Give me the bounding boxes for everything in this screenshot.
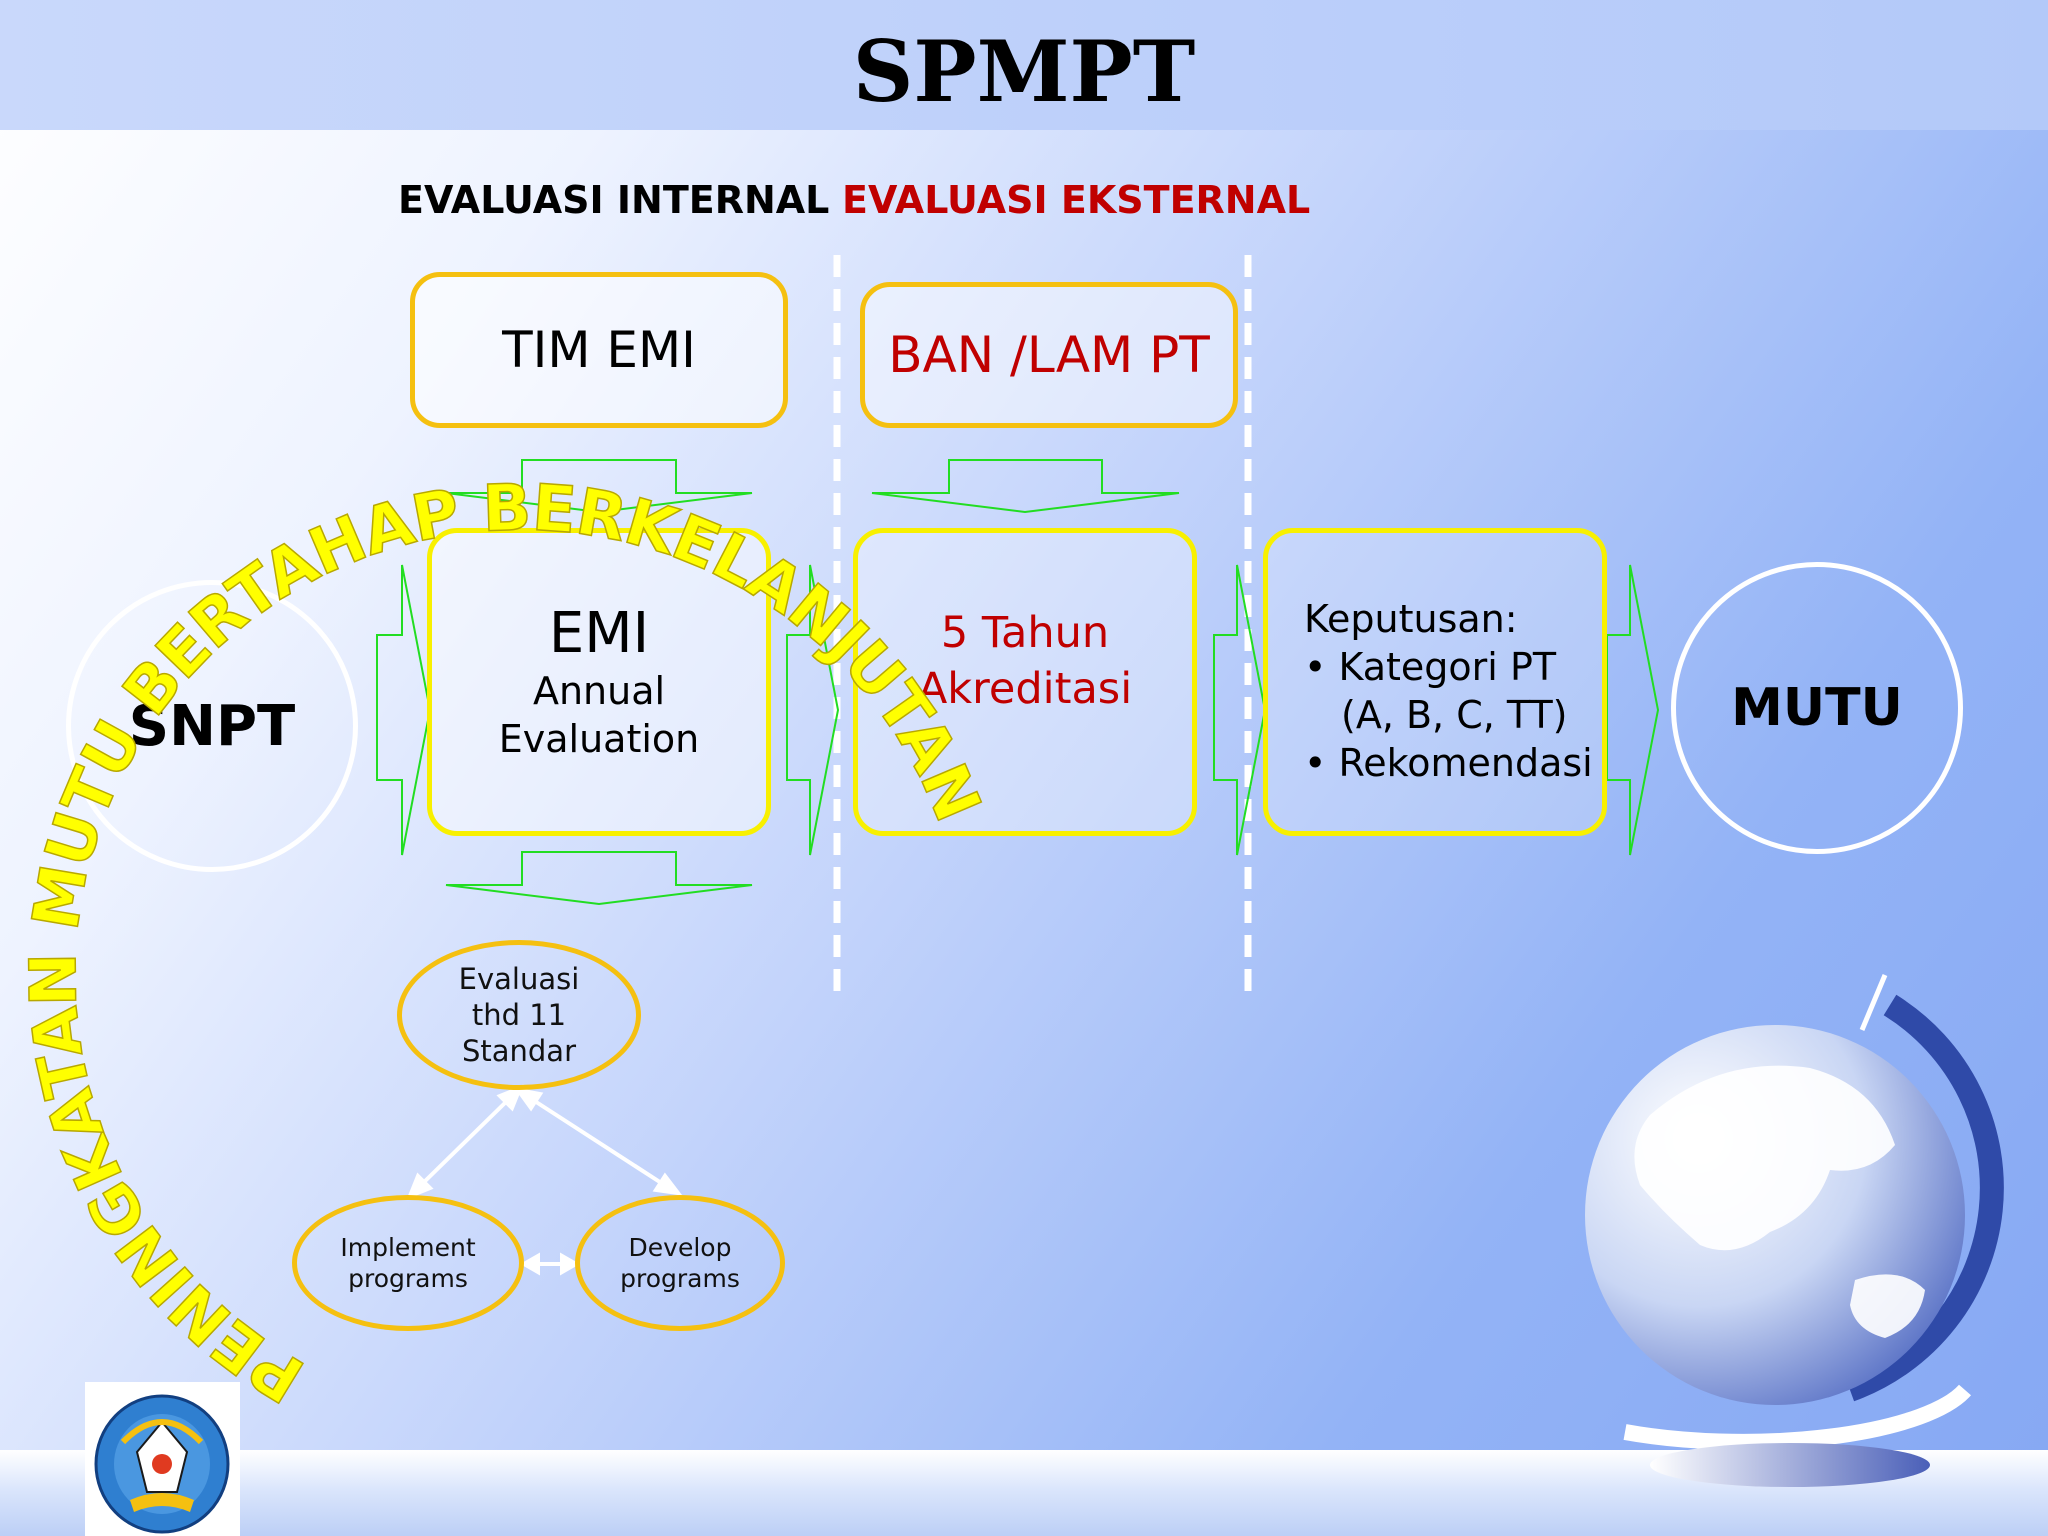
loop-implement-line-1: Implement (340, 1233, 476, 1262)
akreditasi-box: 5 Tahun Akreditasi (853, 528, 1197, 836)
mutu-circle: MUTU (1671, 562, 1963, 854)
mutu-label: MUTU (1731, 678, 1903, 738)
globe-illustration (1585, 974, 2004, 1487)
ban-lam-label: BAN /LAM PT (888, 326, 1210, 384)
loop-evaluasi-line-2: thd 11 (471, 998, 567, 1032)
loop-arrows (406, 1084, 683, 1276)
snpt-label: SNPT (128, 693, 296, 759)
tim-emi-box: TIM EMI (410, 272, 788, 428)
tim-emi-label: TIM EMI (502, 321, 696, 379)
akreditasi-line-2: Akreditasi (917, 664, 1133, 714)
loop-evaluasi-ellipse: Evaluasi thd 11 Standar (397, 940, 641, 1090)
right-arrow-emi-akreditasi (786, 564, 840, 856)
page-title: SPMPT (852, 22, 1196, 121)
loop-implement-ellipse: Implement programs (292, 1195, 524, 1331)
loop-develop-line-1: Develop (628, 1233, 732, 1262)
emi-line-2: Evaluation (498, 717, 700, 761)
loop-develop-line-2: programs (620, 1264, 740, 1293)
loop-evaluasi-line-1: Evaluasi (458, 962, 580, 996)
keputusan-box: Keputusan: • Kategori PT (A, B, C, TT) •… (1263, 528, 1607, 836)
header-evaluasi-eksternal: EVALUASI EKSTERNAL (842, 178, 1311, 222)
emi-title: EMI (548, 601, 650, 666)
keputusan-item-rekomendasi: • Rekomendasi (1304, 741, 1593, 785)
right-arrow-snpt-emi (376, 564, 432, 856)
right-arrow-akreditasi-keputusan (1213, 564, 1267, 856)
akreditasi-line-1: 5 Tahun (940, 608, 1110, 658)
ban-lam-box: BAN /LAM PT (860, 282, 1238, 428)
emi-line-1: Annual (532, 669, 666, 713)
tut-wuri-handayani-logo (85, 1382, 240, 1536)
divider-lines (833, 255, 1252, 1000)
loop-evaluasi-line-3: Standar (461, 1034, 577, 1068)
header-evaluasi-internal: EVALUASI INTERNAL (398, 178, 830, 222)
down-arrow-tim-emi (445, 459, 753, 514)
keputusan-heading: Keputusan: (1304, 597, 1518, 641)
snpt-circle: SNPT (66, 580, 358, 872)
down-arrow-ban-lam (871, 459, 1180, 514)
keputusan-item-kategori: • Kategori PT (1304, 645, 1557, 689)
emi-box: EMI Annual Evaluation (427, 528, 771, 836)
right-arrow-keputusan-mutu (1606, 564, 1660, 856)
title-band (0, 0, 2048, 130)
loop-implement-line-2: programs (348, 1264, 468, 1293)
keputusan-item-kategori-values: (A, B, C, TT) (1341, 693, 1568, 737)
down-arrow-emi (445, 851, 753, 906)
loop-develop-ellipse: Develop programs (575, 1195, 785, 1331)
green-arrows (376, 459, 1660, 906)
